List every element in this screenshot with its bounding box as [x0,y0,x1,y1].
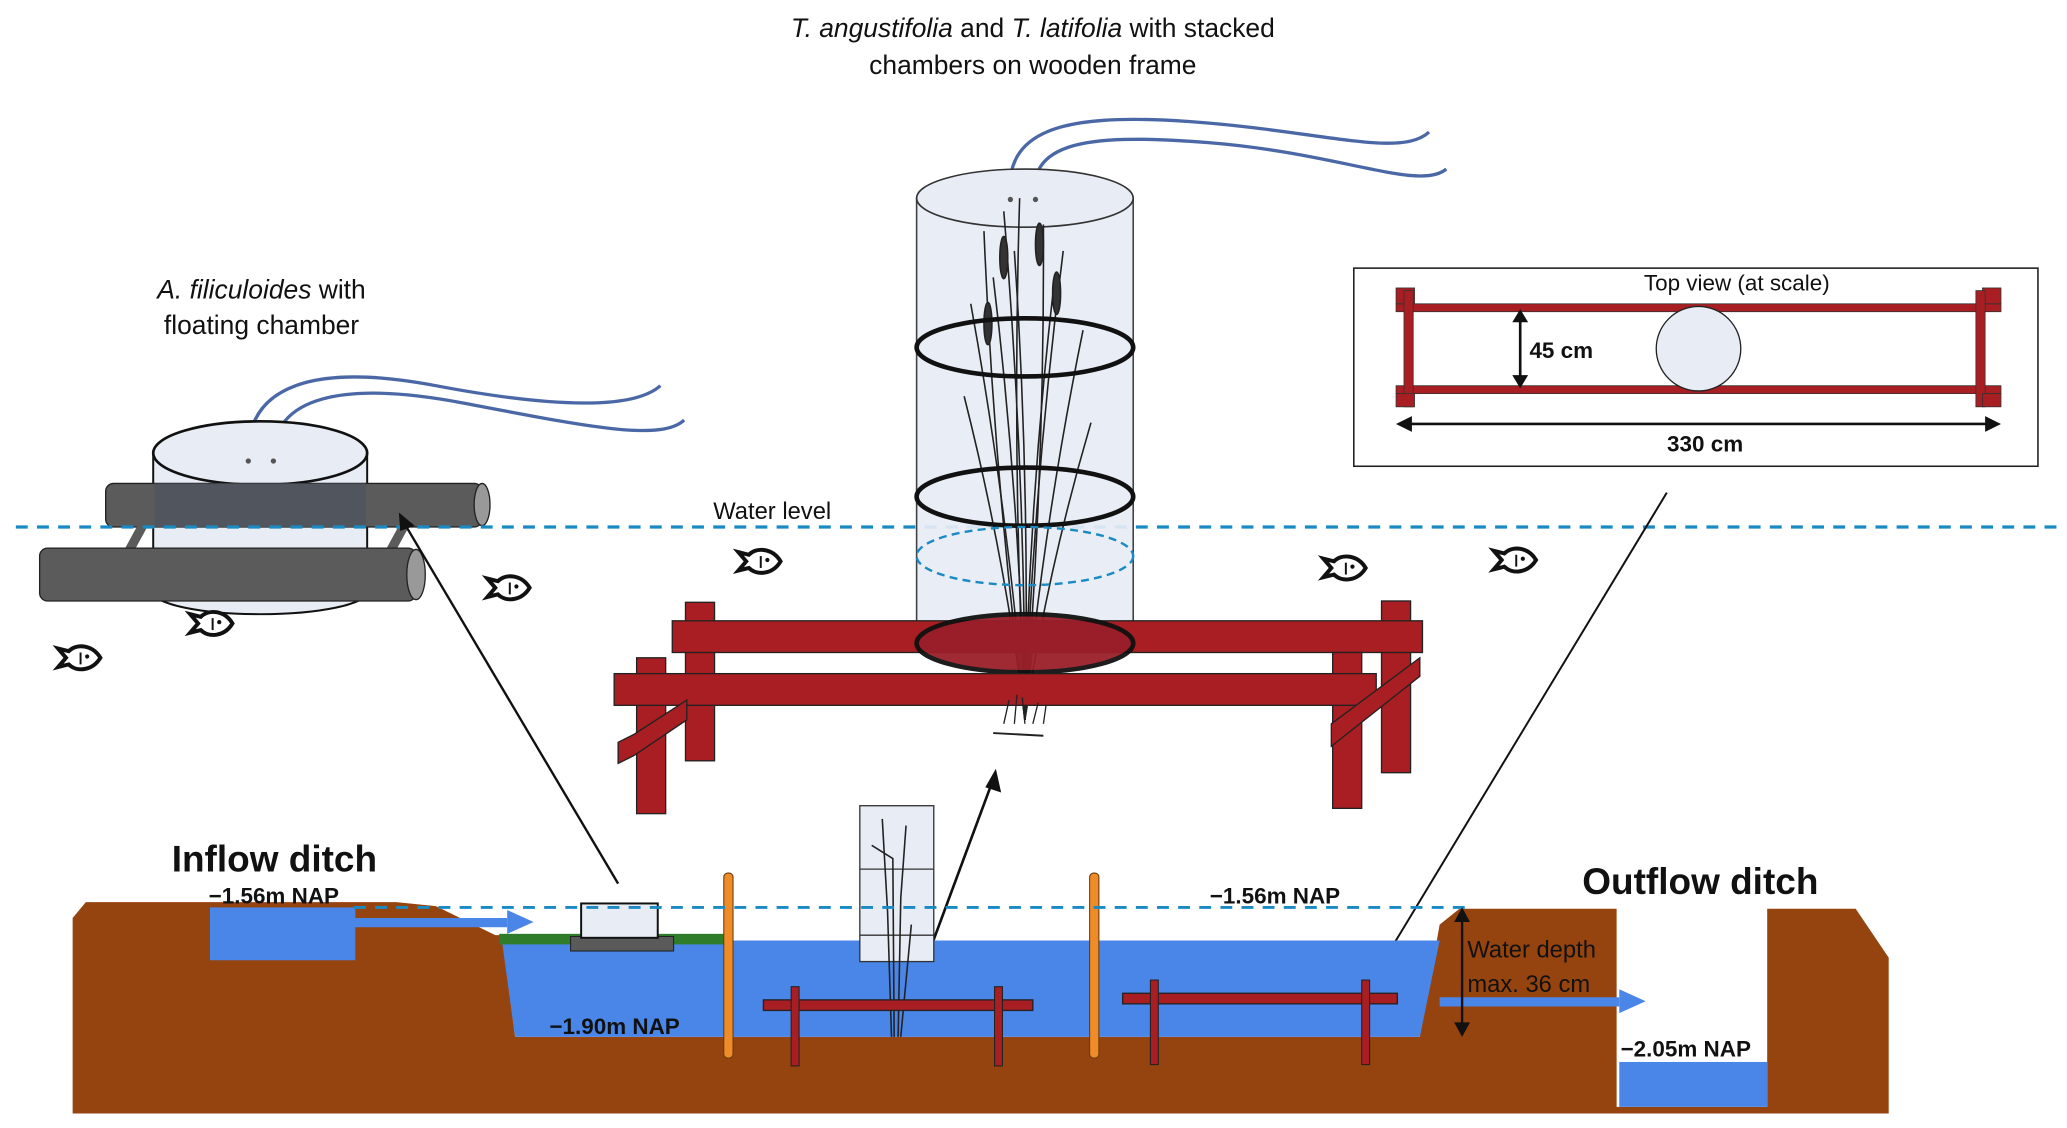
top-view-length-label: 330 cm [1667,432,1743,457]
mini-floating-chamber [580,902,659,939]
azolla-title-line1: A. filiculoides with [155,275,365,305]
azolla-title-line2: floating chamber [164,310,359,340]
top-view-title: Top view (at scale) [1644,271,1830,296]
typha-title-line1: T. angustifolia and T. latifolia with st… [791,13,1275,43]
gas-tube [246,375,662,460]
water-depth-label-line1: Water depth [1467,937,1596,964]
fish-group [52,546,1539,672]
typha-title-line2: chambers on wooden frame [869,50,1196,80]
outflow-arrow [1619,989,1646,1014]
measurement-pole [1089,872,1100,1059]
fish-icon [732,547,783,575]
cattail-spike [999,235,1009,280]
water-depth-label-line2: max. 36 cm [1467,971,1590,998]
measurement-pole [723,872,734,1059]
gas-tube [271,391,686,460]
stacked-chamber-illustration [915,117,1448,720]
outflow-level-label: −2.05m NAP [1621,1037,1751,1062]
inflow-arrow [507,910,534,934]
inflow-ditch-title: Inflow ditch [172,839,377,880]
gas-tube [1032,137,1448,199]
fish-icon [481,574,532,602]
outflow-ditch-water [1619,1061,1768,1107]
inflow-level-label: −1.56m NAP [209,883,339,908]
field-level-label: −1.56m NAP [1210,883,1340,908]
pointer-line-topview [1372,492,1668,978]
water-level-label: Water level [713,498,831,525]
inflow-ditch-water [210,907,356,961]
pointer-line-typha [927,778,995,955]
top-view-inset: Top view (at scale) 45 cm 330 cm [1352,267,2039,468]
chamber-ring [914,316,1136,379]
field-bottom-label: −1.90m NAP [549,1014,679,1039]
top-view-width-label: 45 cm [1529,338,1593,363]
cattail-spike [983,301,993,346]
fish-icon [184,609,235,637]
chamber-ring [914,465,1136,529]
pointer-line-azolla [403,522,620,885]
fish-icon [1488,546,1539,574]
fish-icon [1317,554,1368,582]
cross-section: Inflow ditch Outflow ditch −1.56m NAP −1… [72,805,1889,1114]
chamber-water-ring [915,525,1135,587]
floating-chamber-illustration [38,375,686,616]
cattail-spike [1034,222,1045,267]
outflow-ditch-title: Outflow ditch [1582,861,1818,902]
fish-icon [52,644,103,672]
gas-tube [1008,117,1431,199]
cattail-spike [1051,271,1062,316]
wooden-frame-illustration [613,600,1424,815]
field-water [501,940,1440,1037]
